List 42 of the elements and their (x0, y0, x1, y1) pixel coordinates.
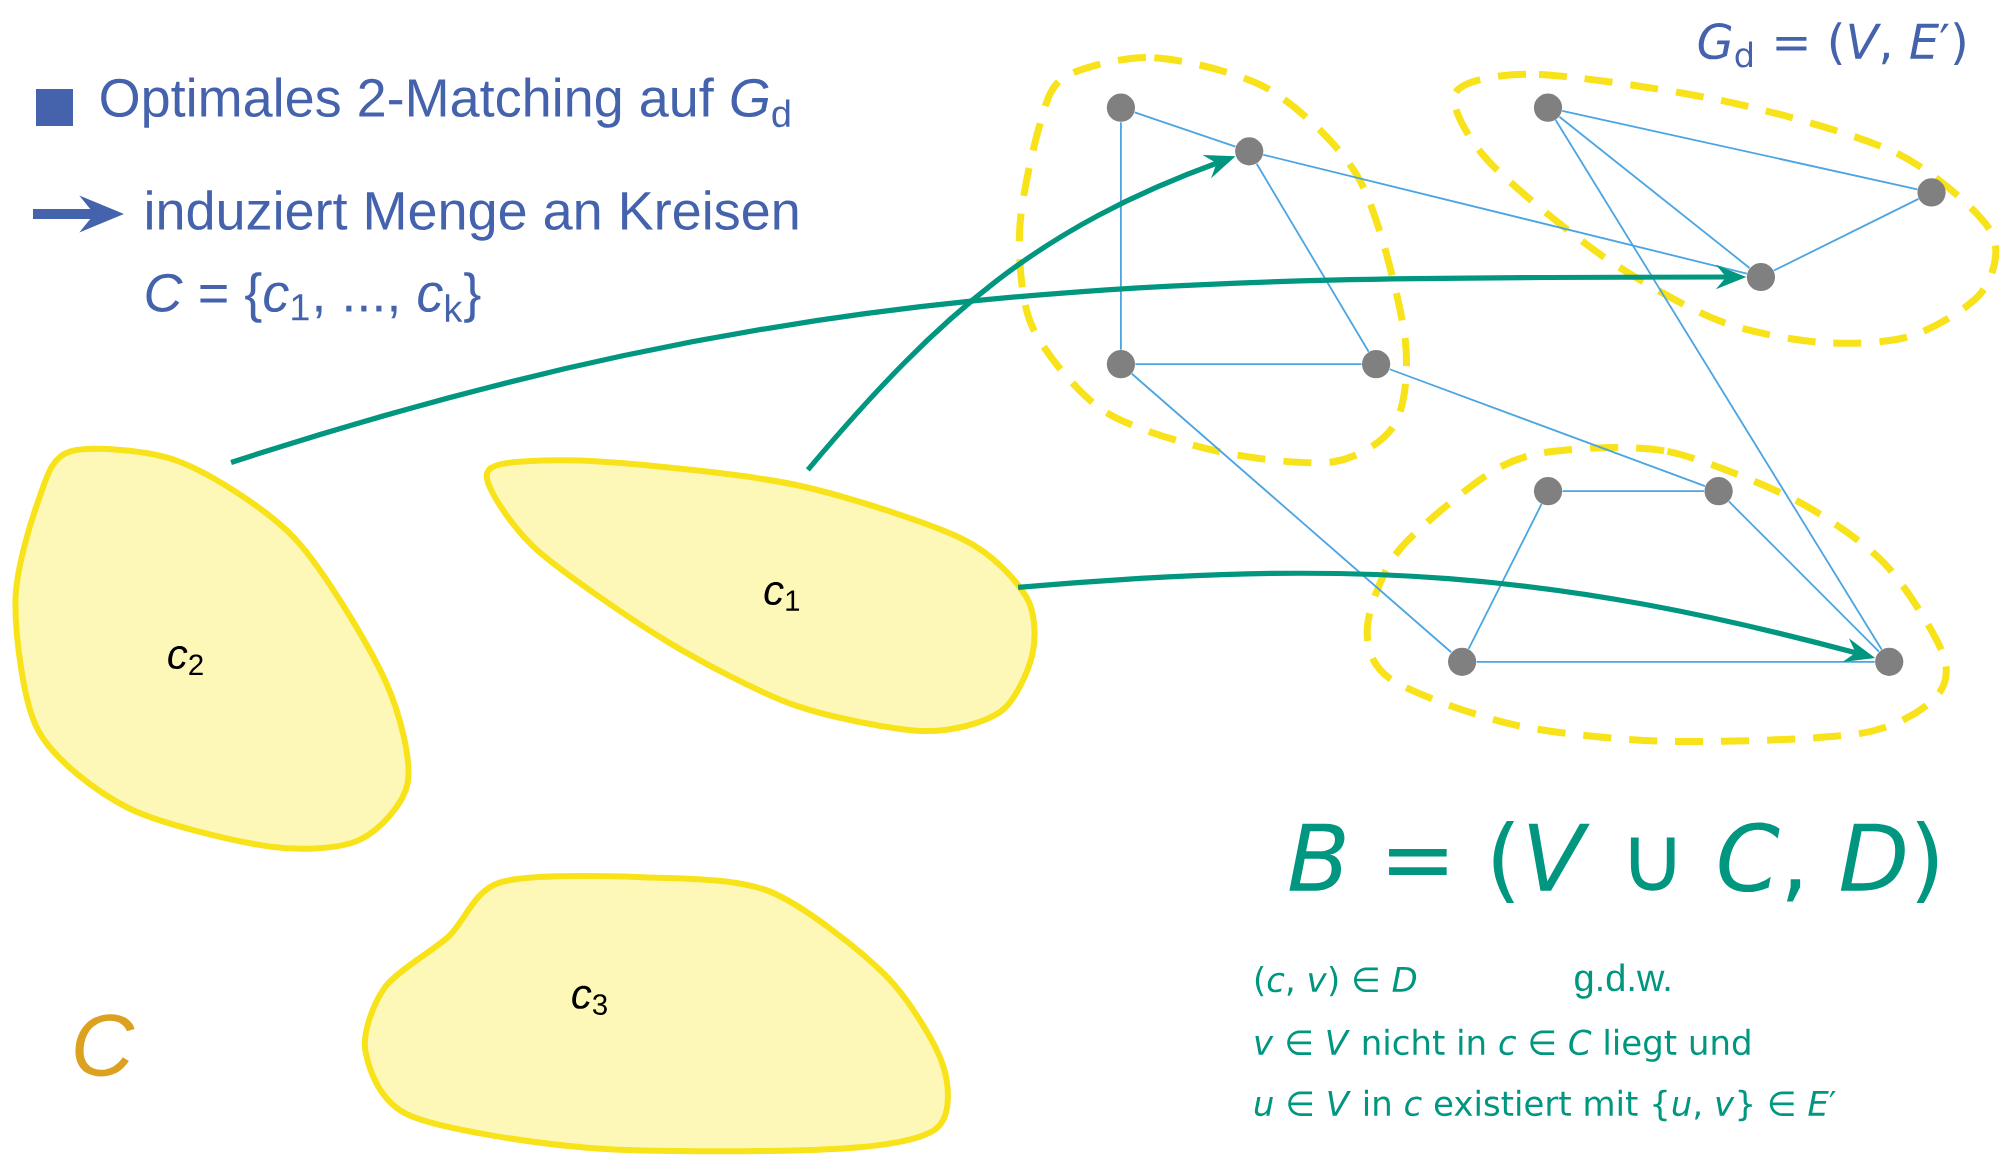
dashed-outline (1015, 54, 1410, 467)
vertex-dot (1746, 262, 1776, 292)
formula: G$_{d}$ = (V, E′) (1698, 22, 1965, 68)
graph-edge (1134, 363, 1363, 366)
graph-edge (1255, 162, 1370, 353)
graph-edge (1475, 660, 1876, 663)
vertex-dot (1235, 137, 1264, 166)
vertex-dot (1875, 647, 1904, 676)
definition-text: v ∈ V nicht in c ∈ C liegt und (1255, 1028, 1750, 1062)
vertex-dot (1448, 647, 1477, 676)
bullet-text: induziert Menge an Kreisen (147, 190, 798, 241)
formula: C = {c$_{1}$, ..., c$_{k}$} (146, 272, 481, 323)
graph-edge (1262, 153, 1748, 275)
graph-edge (1388, 368, 1706, 488)
vertex-dot (1106, 350, 1136, 379)
graph-edge (1561, 109, 1919, 191)
definition-text: u ∈ V in c existiert mit {u, v} ∈ E′ (1254, 1089, 1836, 1122)
graph-edge (1561, 490, 1705, 493)
bullet-text: Optimales 2-Matching auf G$_{d}$ (101, 77, 790, 128)
definition-text: g.d.w. (1575, 963, 1670, 999)
definition-text: (c, v) ∈ D (1255, 965, 1417, 997)
set-symbol: C (75, 1014, 135, 1077)
vertex-dot (1362, 350, 1391, 379)
graph-edge (1467, 503, 1543, 650)
graph-edge (1773, 197, 1920, 272)
graph-edge (1554, 119, 1883, 651)
vertex-dot (1704, 477, 1733, 506)
graph-edge (1120, 121, 1122, 351)
graph-edge (1133, 111, 1237, 148)
vertex-dot (1106, 93, 1136, 122)
graph-edge (1558, 115, 1751, 269)
graph-edge (1728, 500, 1880, 653)
cycle-blob: c$_{2}$ (12, 446, 412, 852)
graph-edge (1130, 372, 1453, 654)
dashed-outline (1450, 70, 2000, 347)
vertex-dot (1533, 477, 1563, 506)
cycle-blob: c$_{1}$ (483, 457, 1038, 734)
vertex-dot (1533, 93, 1563, 122)
formula: B = (V ∪ C, D) (1289, 820, 1938, 903)
vertex-dot (1917, 178, 1946, 207)
cycle-blob: c$_{3}$ (361, 873, 951, 1155)
dashed-outline (1363, 444, 1950, 746)
